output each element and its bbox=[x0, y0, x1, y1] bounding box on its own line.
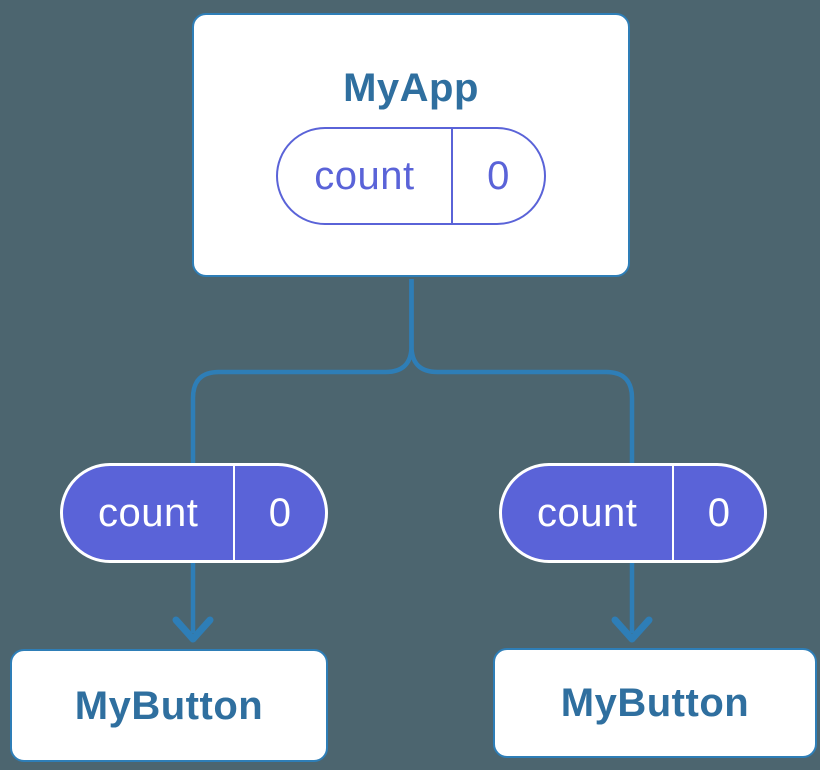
root-state-pill: count 0 bbox=[276, 127, 546, 225]
state-value-label: 0 bbox=[672, 466, 764, 560]
arrow-down-icon bbox=[172, 616, 214, 643]
state-name-label: count bbox=[536, 490, 638, 535]
connector-left-branch bbox=[190, 279, 414, 633]
mybutton-title: MyButton bbox=[560, 681, 750, 725]
mybutton-card-right: MyButton bbox=[493, 648, 817, 758]
mybutton-title: MyButton bbox=[74, 683, 264, 728]
myapp-title: MyApp bbox=[343, 66, 479, 110]
right-prop-pill: count 0 bbox=[499, 463, 767, 563]
left-prop-pill: count 0 bbox=[60, 463, 328, 563]
mybutton-card-left: MyButton bbox=[10, 649, 328, 762]
arrow-down-icon bbox=[611, 616, 653, 643]
state-name-label: count bbox=[97, 490, 199, 535]
myapp-card: MyApp count 0 bbox=[192, 13, 630, 277]
connector-right-branch bbox=[409, 279, 635, 633]
state-value-label: 0 bbox=[450, 129, 544, 223]
state-name-label: count bbox=[314, 153, 415, 198]
state-value-label: 0 bbox=[233, 466, 325, 560]
